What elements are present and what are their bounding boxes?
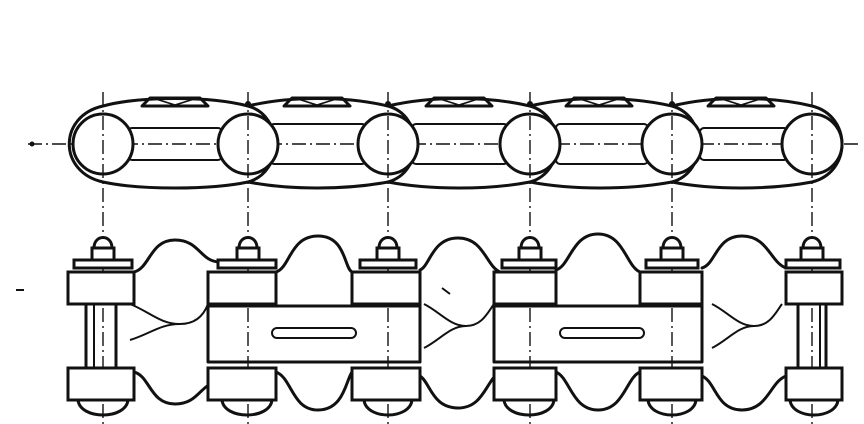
plate-upper-5 [638,270,704,306]
plate-lower-6 [784,366,844,402]
plate-upper-6 [784,270,844,306]
top-end-pins [84,302,828,370]
pin-head-5 [644,236,700,270]
side-pins [71,112,844,176]
plate-lower-4 [492,366,558,402]
plate-lower-5 [638,366,704,402]
inner-link-1 [206,304,422,364]
pin-head-6 [784,236,842,270]
inner-slot-2 [559,327,645,339]
top-plates-upper [66,270,844,306]
end-pin-right [796,302,828,370]
flight-4 [564,96,634,108]
pin-head-3 [358,236,418,270]
plate-lower-1 [66,366,136,402]
bottom-head-1 [76,398,130,417]
inner-link-2 [492,304,704,364]
top-wave-upper [132,232,788,274]
bottom-head-3 [362,398,414,417]
bottom-pin-heads [76,398,840,417]
bottom-head-2 [220,398,274,417]
plate-lower-3 [350,366,422,402]
pin-head-2 [216,236,278,270]
flight-2 [282,96,352,108]
plate-upper-3 [350,270,422,306]
plate-upper-1 [66,270,136,306]
plate-upper-4 [492,270,558,306]
top-wave-lower [132,370,788,412]
pin-head-4 [500,236,558,270]
top-pin-heads [72,236,842,270]
flight-3 [424,96,494,108]
plate-upper-2 [206,270,278,306]
bottom-head-5 [646,398,698,417]
bottom-head-4 [502,398,556,417]
pin-head-1 [72,236,134,270]
top-view [16,232,844,417]
construction-marks [16,287,451,295]
plate-lower-2 [206,366,278,402]
flight-5 [706,96,776,108]
inner-slot-1 [271,327,357,339]
bottom-head-6 [788,398,840,417]
side-view [28,96,860,190]
side-flights [140,96,776,108]
top-waist-curves [129,303,783,349]
end-pin-left [84,302,118,370]
top-inner-links [206,304,704,364]
top-plates-lower [66,366,844,402]
centerline-end-dot [29,141,35,147]
flight-1 [140,96,210,108]
